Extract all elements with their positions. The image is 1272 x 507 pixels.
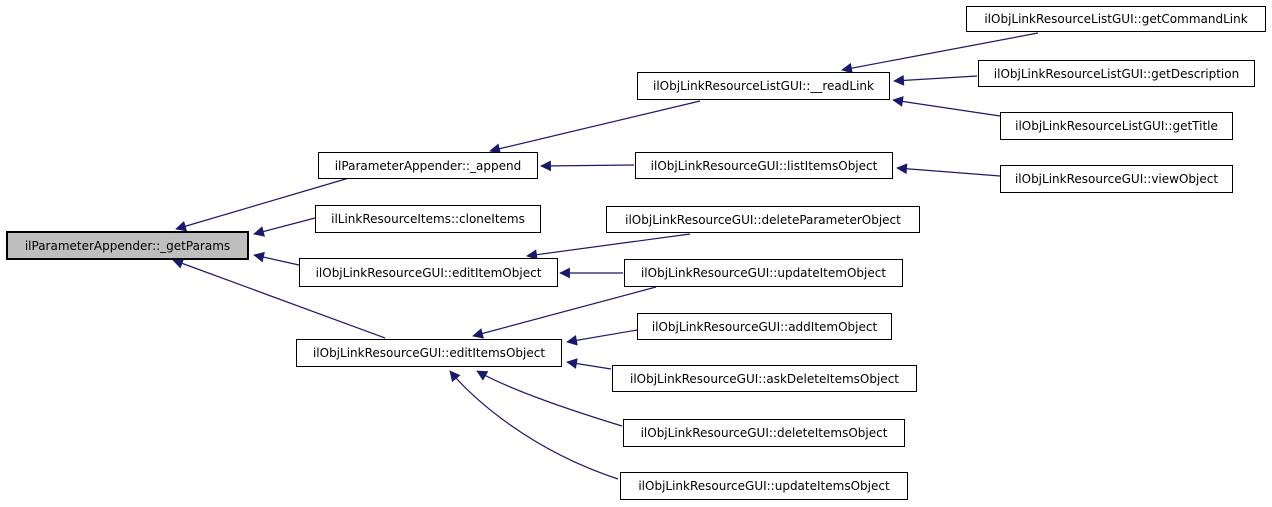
edge-listItemsObject-to-append bbox=[540, 160, 635, 172]
node-ilParameterAppender-getParams: ilParameterAppender::_getParams bbox=[6, 231, 249, 260]
node-ilObjLinkResourceGUI-updateItemsObject[interactable]: ilObjLinkResourceGUI::updateItemsObject bbox=[620, 472, 908, 500]
node-ilObjLinkResourceGUI-viewObject[interactable]: ilObjLinkResourceGUI::viewObject bbox=[1000, 165, 1233, 193]
node-ilObjLinkResourceGUI-deleteParameterObject[interactable]: ilObjLinkResourceGUI::deleteParameterObj… bbox=[606, 206, 920, 233]
edge-askDeleteItemsObject-to-editItemsObject bbox=[566, 358, 612, 370]
edge-addItemObject-to-editItemsObject bbox=[566, 329, 638, 346]
node-ilObjLinkResourceGUI-editItemsObject[interactable]: ilObjLinkResourceGUI::editItemsObject bbox=[296, 339, 562, 367]
edge-readLink-to-append bbox=[489, 100, 701, 154]
node-ilObjLinkResourceGUI-askDeleteItemsObject[interactable]: ilObjLinkResourceGUI::askDeleteItemsObje… bbox=[612, 365, 917, 392]
edge-deleteItemsObject-to-editItemsObject bbox=[476, 370, 623, 427]
edge-editItemObject-to-getParams bbox=[253, 251, 300, 266]
node-ilObjLinkResourceGUI-listItemsObject[interactable]: ilObjLinkResourceGUI::listItemsObject bbox=[635, 152, 893, 179]
node-ilParameterAppender-append[interactable]: ilParameterAppender::_append bbox=[318, 152, 538, 179]
edge-append-to-getParams bbox=[175, 177, 350, 232]
node-ilObjLinkResourceGUI-deleteItemsObject[interactable]: ilObjLinkResourceGUI::deleteItemsObject bbox=[623, 419, 905, 447]
node-ilObjLinkResourceListGUI-readLink[interactable]: ilObjLinkResourceListGUI::__readLink bbox=[637, 72, 890, 100]
edge-updateItemObject-to-editItemsObject bbox=[472, 286, 657, 339]
edge-viewObject-to-listItemsObject bbox=[896, 163, 1001, 177]
node-ilObjLinkResourceGUI-editItemObject[interactable]: ilObjLinkResourceGUI::editItemObject bbox=[299, 258, 558, 287]
node-ilObjLinkResourceListGUI-getTitle[interactable]: ilObjLinkResourceListGUI::getTitle bbox=[1000, 112, 1233, 140]
edge-getCommandLink-to-readLink bbox=[841, 32, 1039, 74]
edge-editItemsObject-to-getParams bbox=[172, 258, 386, 339]
node-ilLinkResourceItems-cloneItems[interactable]: ilLinkResourceItems::cloneItems bbox=[315, 205, 541, 233]
node-ilObjLinkResourceGUI-updateItemObject[interactable]: ilObjLinkResourceGUI::updateItemObject bbox=[624, 259, 903, 287]
edge-getDescription-to-readLink bbox=[893, 75, 978, 86]
node-ilObjLinkResourceListGUI-getDescription[interactable]: ilObjLinkResourceListGUI::getDescription bbox=[978, 60, 1255, 87]
edge-cloneItems-to-getParams bbox=[253, 217, 316, 237]
node-ilObjLinkResourceGUI-addItemObject[interactable]: ilObjLinkResourceGUI::addItemObject bbox=[637, 313, 892, 340]
edge-updateItemsObject-to-editItemsObject bbox=[449, 370, 619, 480]
edge-getTitle-to-readLink bbox=[892, 96, 1001, 117]
edge-deleteParameterObject-to-editItemObject bbox=[526, 233, 691, 261]
node-ilObjLinkResourceListGUI-getCommandLink[interactable]: ilObjLinkResourceListGUI::getCommandLink bbox=[966, 6, 1266, 32]
